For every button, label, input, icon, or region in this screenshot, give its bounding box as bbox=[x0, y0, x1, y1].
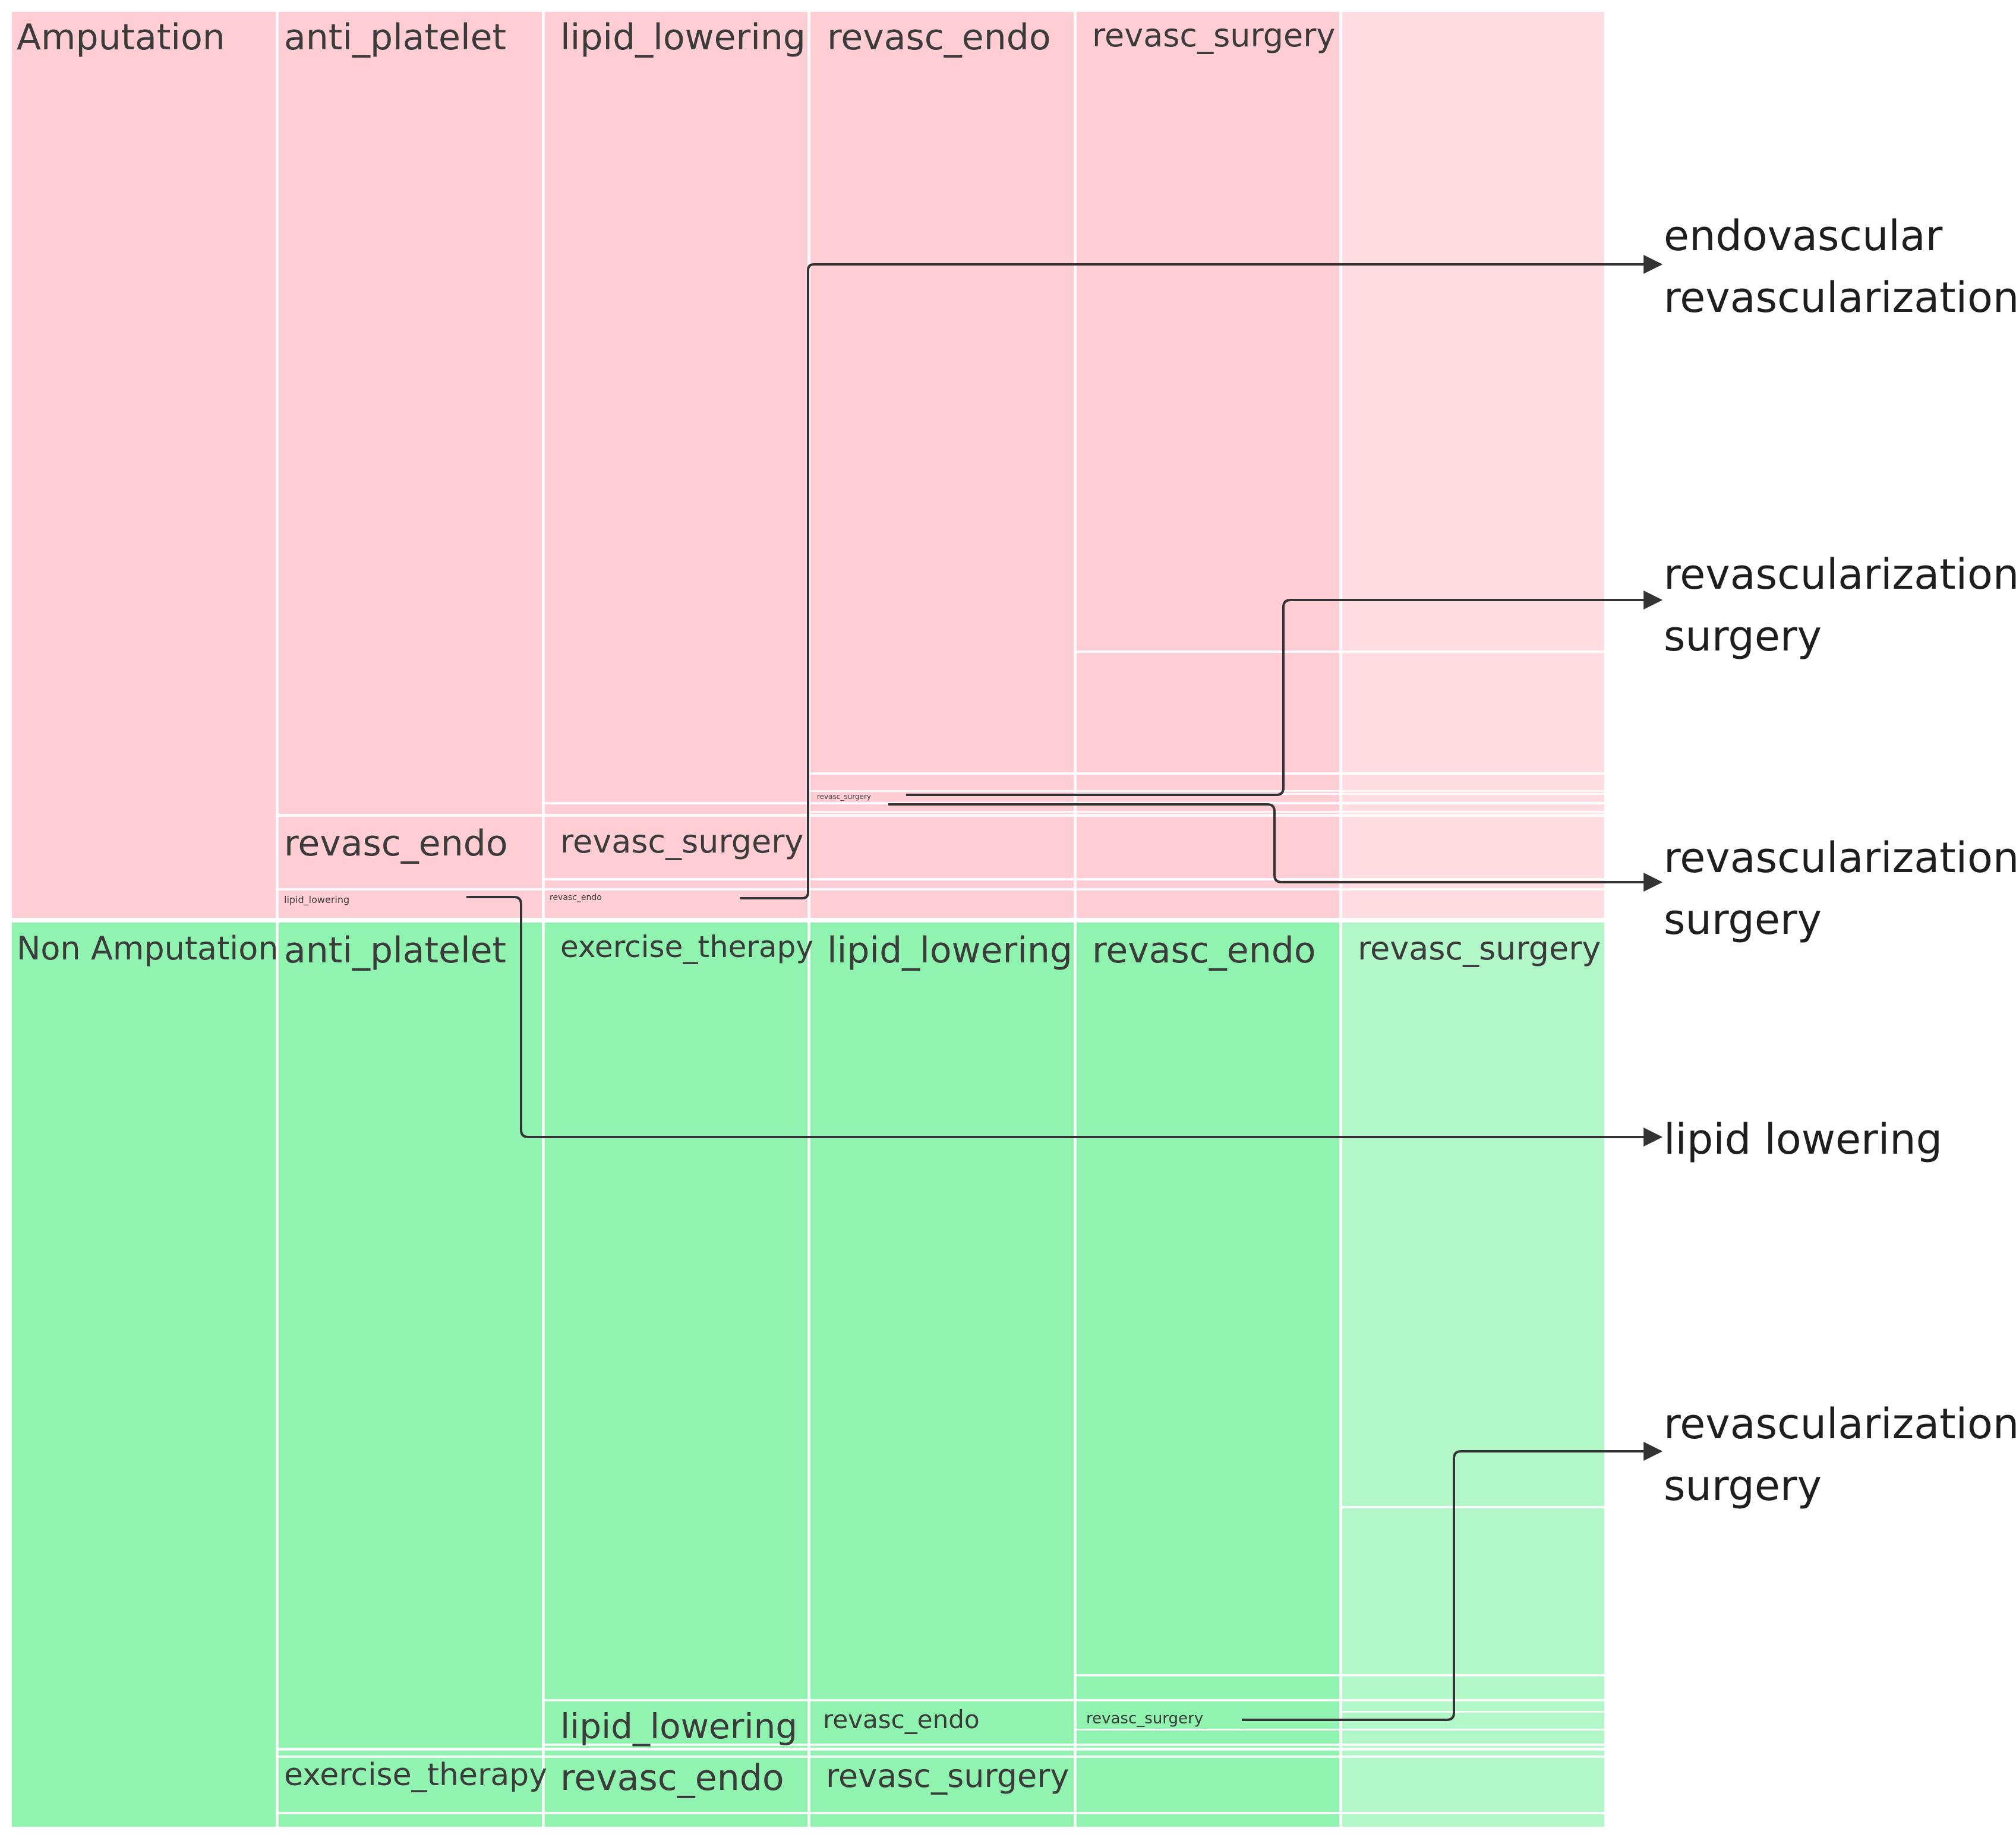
annotation-endovascular-revascularization: endovascular revascularization bbox=[1664, 205, 2016, 329]
amp-l3-revasc-endo-label: revasc_endo bbox=[827, 17, 1051, 58]
annotation-lipid-lowering: lipid lowering bbox=[1664, 1109, 1942, 1170]
divider bbox=[276, 12, 279, 918]
divider bbox=[1074, 1729, 1604, 1731]
divider bbox=[276, 1748, 1604, 1751]
amputation-root-label: Amputation bbox=[17, 17, 225, 58]
annotation-revascularization-surgery-1: revascularization surgery bbox=[1664, 544, 2016, 667]
non-l3-lipid-lowering-label: lipid_lowering bbox=[827, 930, 1072, 971]
divider bbox=[1074, 793, 1604, 795]
non-l4-revasc-surgery-small-label: revasc_surgery bbox=[1086, 1710, 1204, 1728]
callout-arrow-rev-surgery-3 bbox=[1242, 1442, 1663, 1721]
non-l2-revasc-endo-label: revasc_endo bbox=[560, 1757, 784, 1799]
callout-arrow-rev-surgery-1 bbox=[906, 590, 1663, 796]
divider bbox=[276, 1812, 1604, 1814]
divider bbox=[542, 1699, 1604, 1701]
non-l4-revasc-endo-label: revasc_endo bbox=[1092, 930, 1316, 971]
divider bbox=[1339, 12, 1342, 918]
divider bbox=[1074, 650, 1604, 653]
annotation-line: endovascular bbox=[1664, 211, 1943, 260]
non-l3-revasc-endo-label: revasc_endo bbox=[823, 1705, 980, 1734]
divider bbox=[276, 1755, 1604, 1758]
annotation-line: surgery bbox=[1664, 895, 1822, 944]
non-l2-exercise-therapy-label: exercise_therapy bbox=[560, 930, 813, 964]
divider bbox=[1074, 1699, 1604, 1701]
amp-l1-revasc-endo-label: revasc_endo bbox=[284, 823, 508, 864]
callout-arrow-rev-surgery-2 bbox=[888, 803, 1663, 892]
non-l1-anti-platelet-label: anti_platelet bbox=[284, 930, 507, 971]
annotation-line: lipid lowering bbox=[1664, 1115, 1943, 1164]
divider bbox=[1074, 12, 1077, 918]
annotation-line: surgery bbox=[1664, 612, 1822, 661]
divider bbox=[1074, 1674, 1604, 1676]
non-l1-exercise-therapy-label: exercise_therapy bbox=[284, 1757, 547, 1793]
amp-l3-revasc-surgery-tiny-label: revasc_surgery bbox=[817, 792, 871, 801]
divider bbox=[807, 923, 810, 1827]
divider bbox=[542, 12, 545, 918]
non-l5-revasc-surgery-label: revasc_surgery bbox=[1358, 930, 1601, 967]
amp-l1-anti-platelet-label: anti_platelet bbox=[284, 17, 507, 58]
annotation-revascularization-surgery-3: revascularization surgery bbox=[1664, 1393, 2016, 1517]
non-l2-lipid-lowering-label: lipid_lowering bbox=[560, 1706, 798, 1747]
divider bbox=[542, 878, 1604, 880]
annotation-line: surgery bbox=[1664, 1461, 1822, 1510]
annotation-line: revascularization bbox=[1664, 1400, 2016, 1448]
amp-l2-revasc-surgery-label: revasc_surgery bbox=[560, 823, 804, 860]
divider bbox=[807, 790, 1604, 792]
divider bbox=[1074, 802, 1604, 804]
divider bbox=[1074, 923, 1077, 1827]
divider bbox=[276, 888, 1604, 890]
divider bbox=[1074, 772, 1604, 775]
divider bbox=[276, 814, 1604, 817]
callout-arrow-lipid-lowering bbox=[466, 896, 1663, 1147]
amp-l1-lipid-lowering-tiny-label: lipid_lowering bbox=[284, 894, 350, 905]
divider bbox=[807, 811, 1604, 813]
divider bbox=[542, 923, 545, 1827]
divider bbox=[542, 1744, 1604, 1746]
divider bbox=[1339, 923, 1342, 1827]
divider bbox=[1342, 1506, 1604, 1508]
callout-arrow-endovascular bbox=[740, 255, 1663, 899]
annotation-revascularization-surgery-2: revascularization surgery bbox=[1664, 827, 2016, 951]
divider bbox=[1342, 1711, 1604, 1713]
divider bbox=[276, 923, 279, 1827]
amputation-rev-surgery-light-column bbox=[1342, 12, 1604, 918]
non-amputation-root-label: Non Amputation bbox=[17, 930, 279, 967]
annotation-line: revascularization bbox=[1664, 273, 2016, 322]
annotation-line: revascularization bbox=[1664, 550, 2016, 599]
amp-l2-lipid-lowering-label: lipid_lowering bbox=[560, 17, 806, 58]
amp-l2-revasc-endo-tiny-label: revasc_endo bbox=[550, 893, 602, 902]
non-l3-revasc-surgery-label: revasc_surgery bbox=[826, 1757, 1069, 1795]
annotation-line: revascularization bbox=[1664, 833, 2016, 882]
amp-l4-revasc-surgery-label: revasc_surgery bbox=[1092, 17, 1336, 54]
